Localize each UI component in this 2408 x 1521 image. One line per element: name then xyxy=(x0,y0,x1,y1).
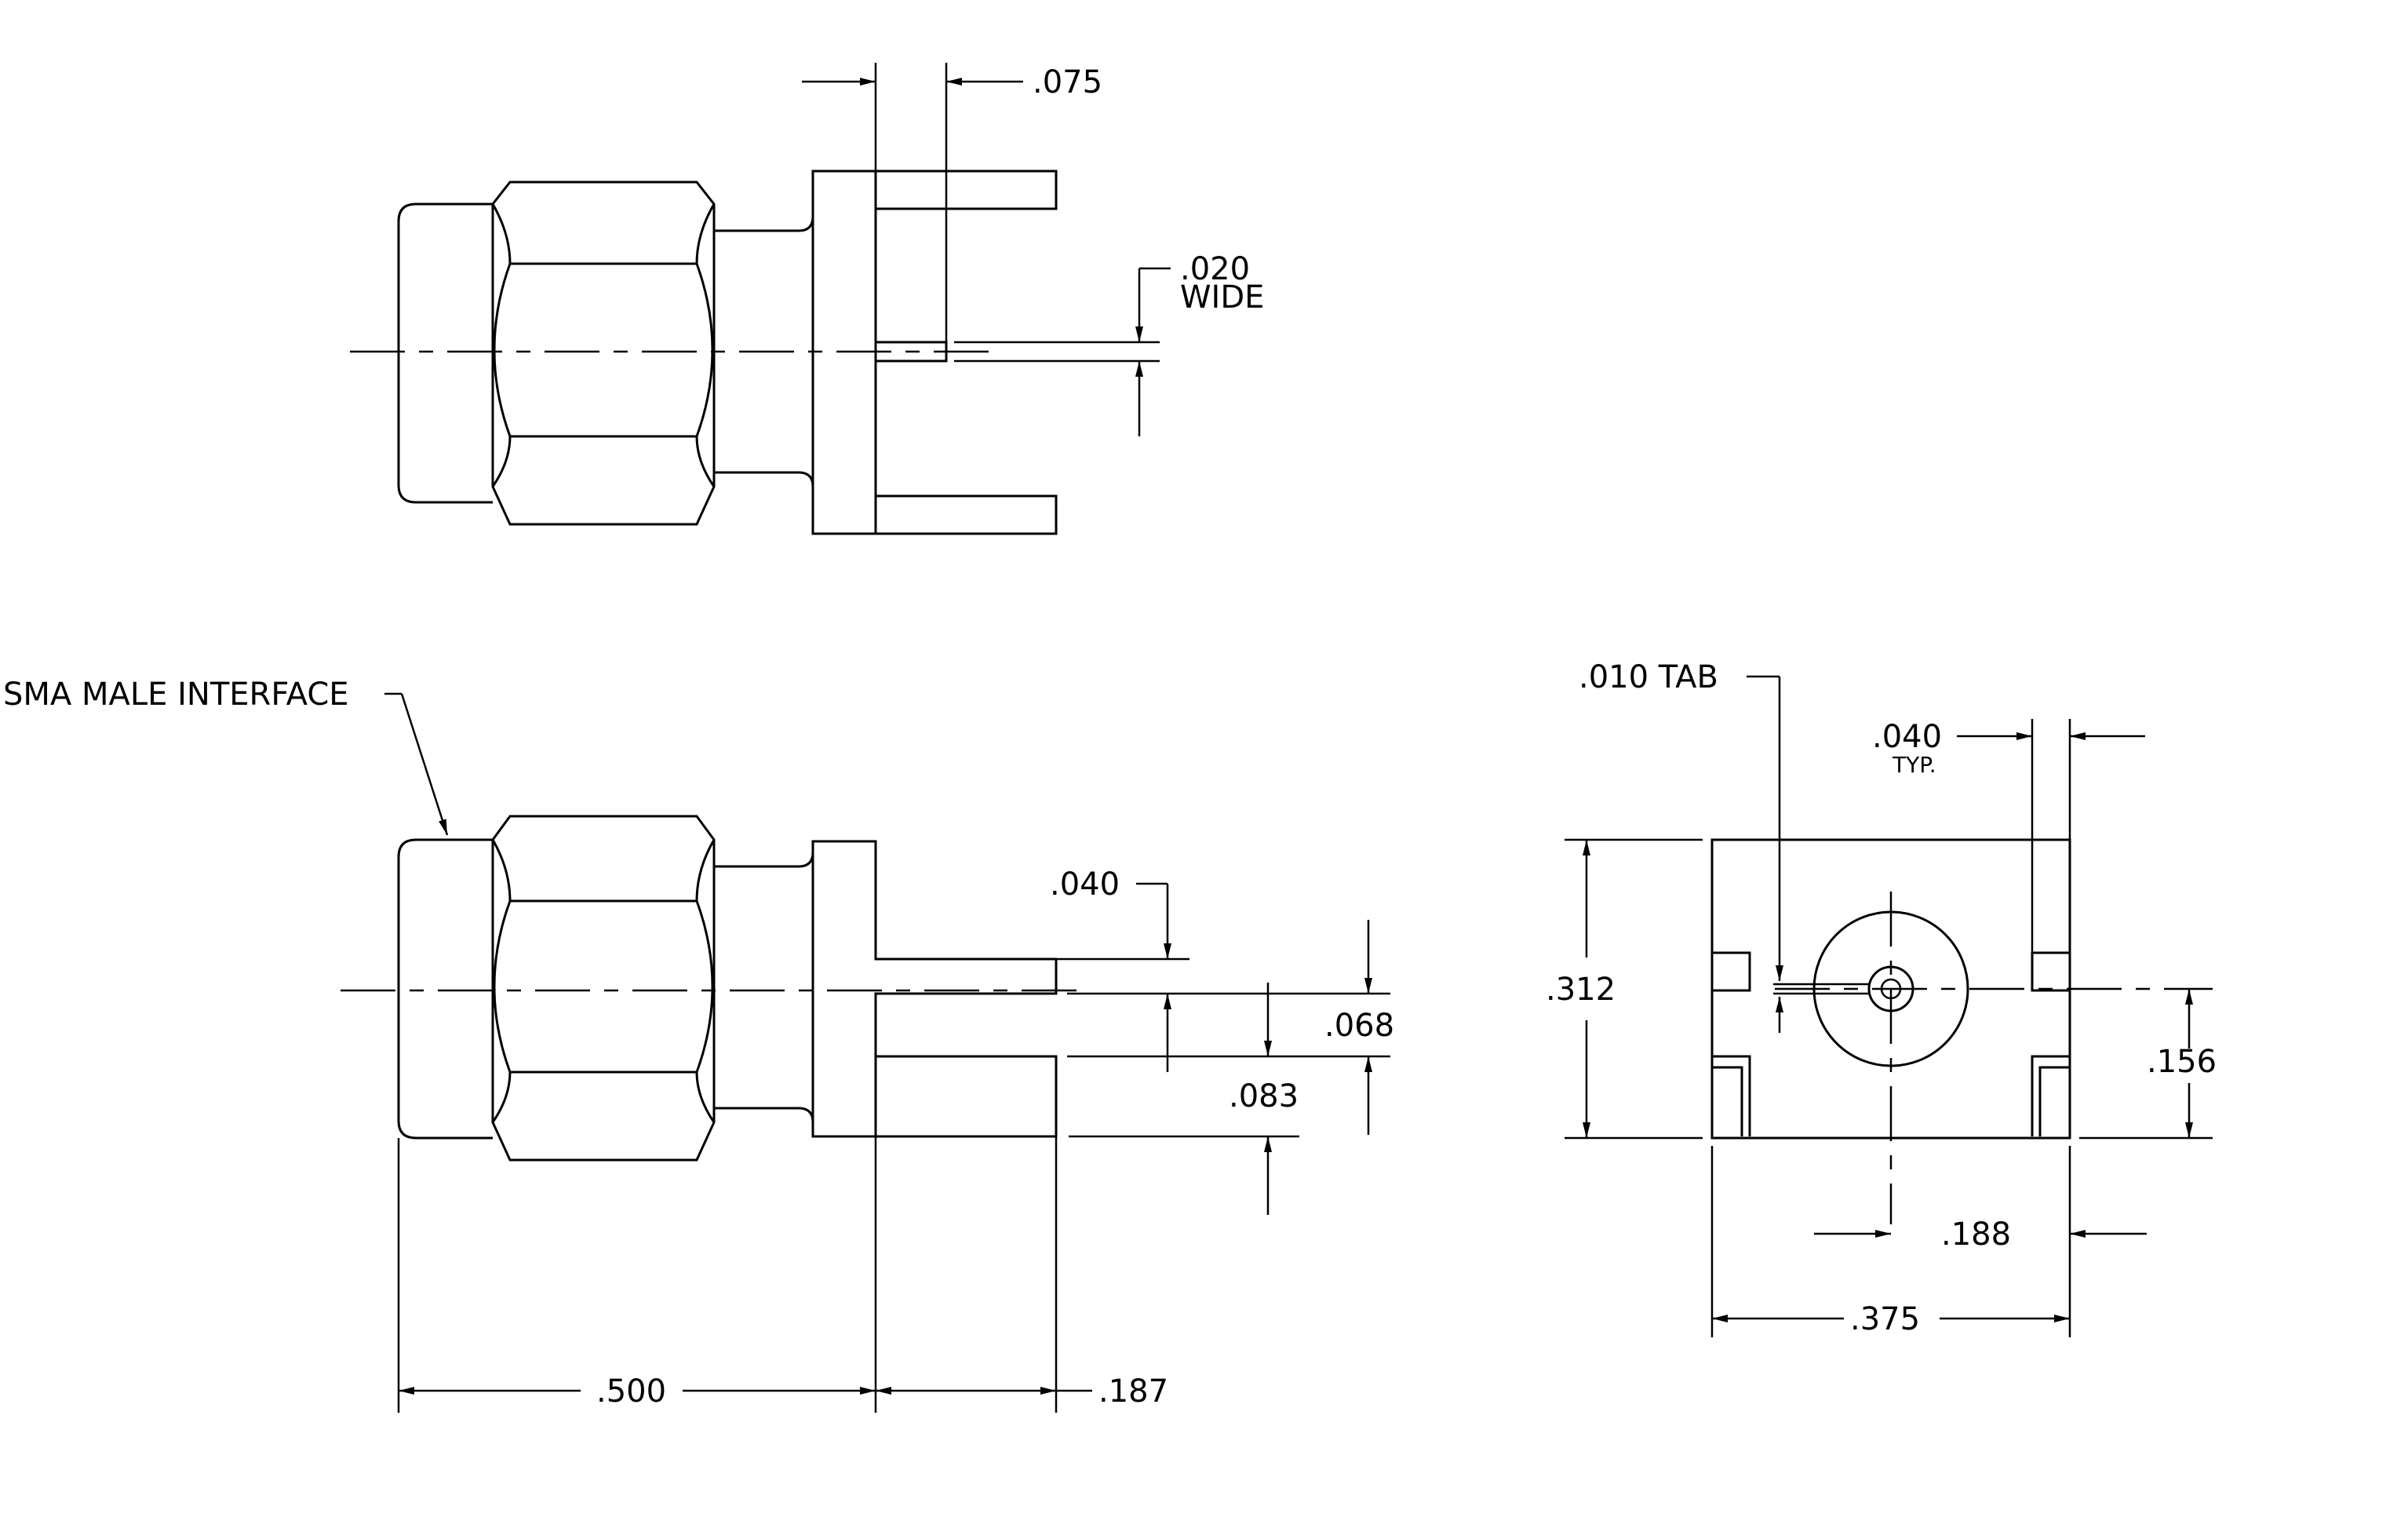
side-view xyxy=(341,692,1390,1413)
dim-040-side-label: .040 xyxy=(1050,866,1120,903)
dim-typ-label: TYP. xyxy=(1892,752,1936,778)
dim-075-label: .075 xyxy=(1033,64,1102,100)
dim-187-label: .187 xyxy=(1098,1373,1168,1410)
interface-label: SMA MALE INTERFACE xyxy=(3,677,349,713)
top-view xyxy=(350,63,1171,535)
dim-156-label: .156 xyxy=(2147,1044,2217,1080)
dim-wide-label: WIDE xyxy=(1180,279,1264,316)
dim-068-label: .068 xyxy=(1324,1008,1394,1044)
dim-083-label: .083 xyxy=(1229,1078,1299,1114)
dim-500-label: .500 xyxy=(596,1373,666,1410)
dim-312-label: .312 xyxy=(1546,972,1616,1008)
dim-375-label: .375 xyxy=(1850,1301,1920,1337)
end-view xyxy=(1565,675,2213,1337)
dim-188-label: .188 xyxy=(1941,1216,2011,1253)
dim-020-label: .020 xyxy=(1180,251,1250,287)
tab-label: .010 TAB xyxy=(1579,659,1718,695)
dim-040-typ-label: .040 xyxy=(1872,719,1942,755)
